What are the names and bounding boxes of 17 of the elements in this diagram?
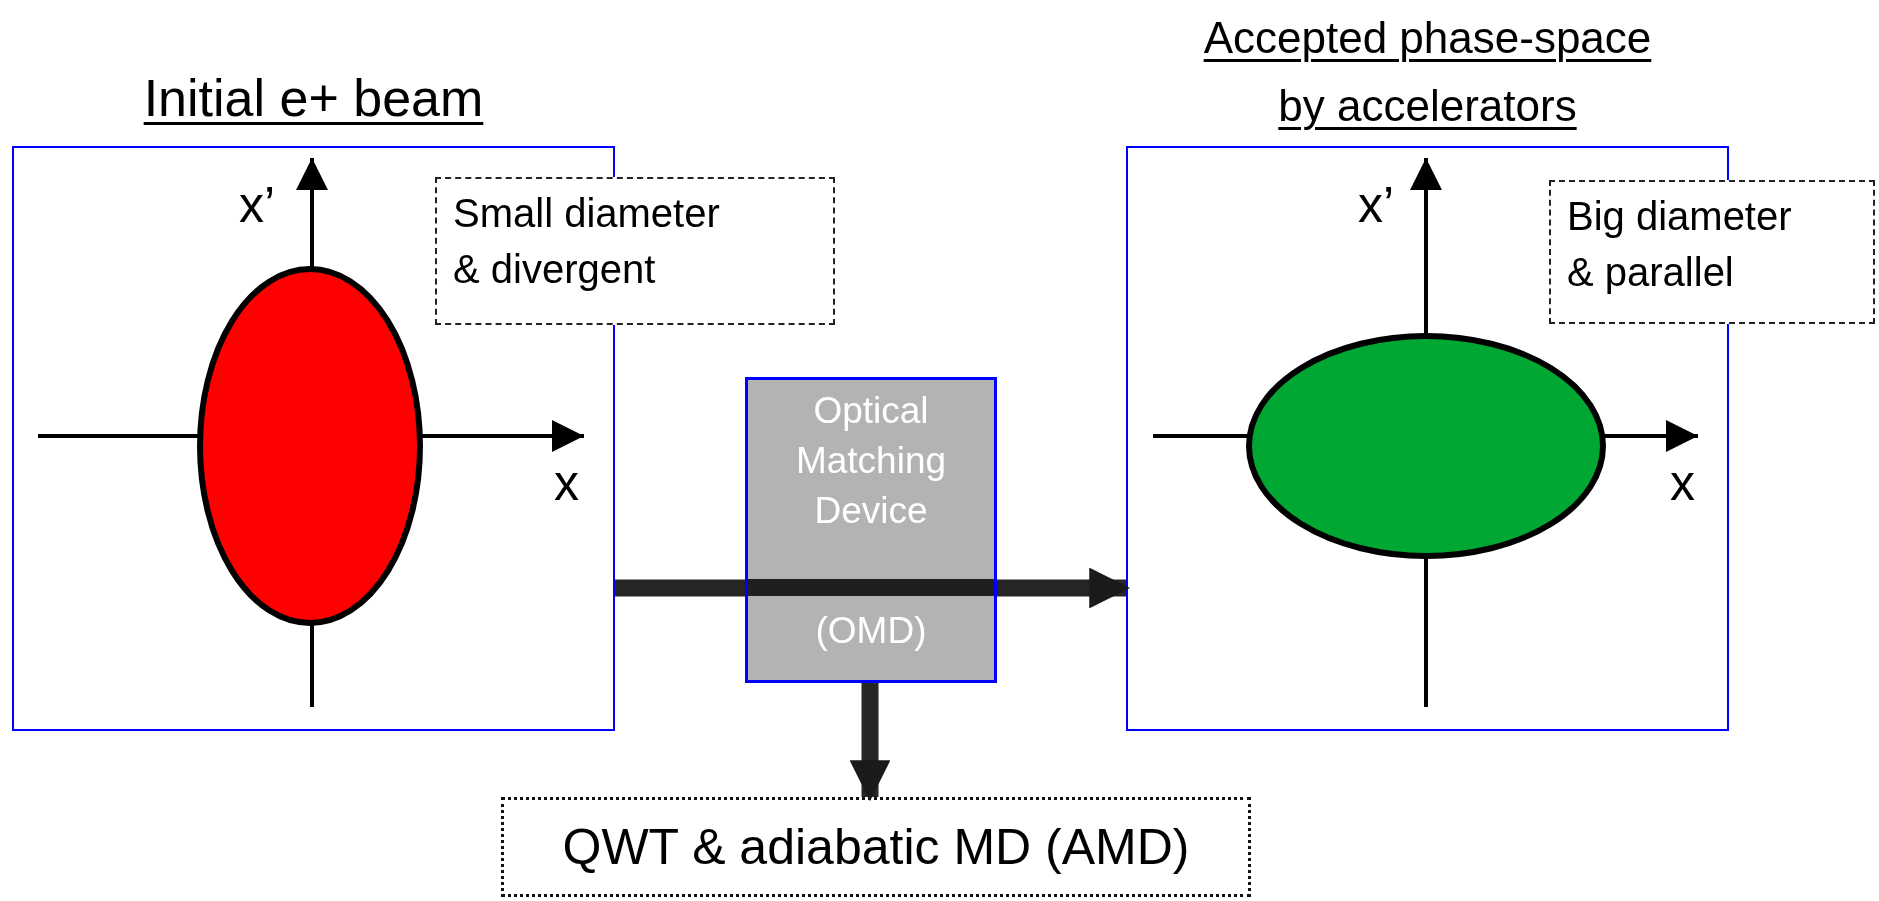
- axis-label: x’: [239, 180, 276, 230]
- panel-heading: Accepted phase-space by accelerators: [1202, 12, 1653, 132]
- device-label: Optical Matching Device: [794, 389, 948, 533]
- arrow: [997, 567, 1131, 609]
- device-label: (OMD): [814, 609, 928, 653]
- axis-label: x: [1670, 458, 1695, 508]
- note-box: [435, 177, 835, 325]
- note-box: [1549, 180, 1875, 324]
- method-label: QWT & adiabatic MD (AMD): [562, 818, 1190, 876]
- arrow: [849, 683, 891, 802]
- axis-label: x’: [1358, 180, 1395, 230]
- panel-heading: Initial e+ beam: [143, 68, 484, 129]
- note-text: Big diameter & parallel: [1567, 193, 1793, 296]
- axis-label: x: [554, 458, 579, 508]
- method-box: [501, 797, 1251, 897]
- note-text: Small diameter & divergent: [453, 190, 721, 293]
- device-box: [745, 377, 997, 683]
